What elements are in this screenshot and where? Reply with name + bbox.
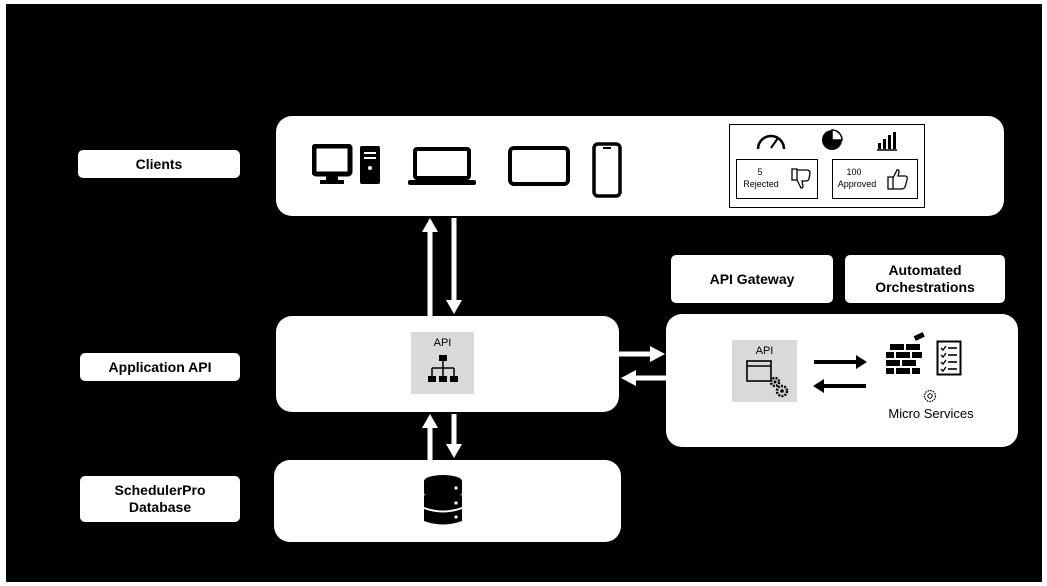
diagram-canvas: Clients Application API SchedulerPro Dat… — [6, 4, 1042, 582]
application-api-panel: API — [276, 316, 619, 412]
approved-card: 100 Approved — [832, 159, 918, 199]
rejected-label: Rejected — [743, 179, 779, 189]
microservices-label: Micro Services — [888, 406, 974, 421]
clients-panel: 5 Rejected 100 Approved — [276, 116, 1004, 216]
clients-to-api-arrows — [422, 218, 462, 316]
pie-chart-icon — [822, 129, 843, 150]
internal-exchange-arrows — [813, 355, 867, 393]
api-component-tag: API — [433, 337, 452, 349]
connection-arrows — [422, 218, 666, 460]
thumbs-up-icon — [887, 169, 908, 190]
database-panel — [274, 460, 621, 542]
gateway-panel: API — [666, 314, 1018, 447]
dashboard-widget: 5 Rejected 100 Approved — [729, 124, 925, 208]
approved-label: Approved — [837, 179, 877, 189]
gateway-api-tag: API — [755, 345, 774, 357]
api-gateway-label: API Gateway — [671, 255, 833, 303]
api-to-gateway-arrows — [619, 346, 666, 386]
gears-icon — [769, 376, 789, 398]
approved-count: 100 — [846, 167, 862, 177]
database-icon — [424, 475, 462, 525]
automated-orchestrations-label: Automated Orchestrations — [845, 255, 1005, 303]
checklist-icon — [936, 340, 962, 376]
bar-chart-icon — [877, 132, 897, 151]
brick-wall-icon — [886, 332, 925, 374]
api-component: API — [411, 332, 474, 394]
desktop-computer-icon — [312, 144, 380, 184]
laptop-icon — [408, 147, 476, 185]
tablet-icon — [508, 146, 570, 186]
browser-window-icon — [746, 360, 772, 382]
clients-label: Clients — [78, 150, 240, 178]
application-api-label: Application API — [80, 353, 240, 381]
smartphone-icon — [592, 142, 622, 198]
hierarchy-icon — [428, 355, 458, 382]
gear-icon — [923, 389, 937, 403]
database-label: SchedulerPro Database — [80, 476, 240, 522]
gateway-api-component: API — [732, 340, 797, 402]
api-to-database-arrows — [422, 414, 462, 460]
thumbs-down-icon — [791, 168, 811, 189]
speedometer-icon — [756, 134, 786, 150]
rejected-card: 5 Rejected — [736, 159, 818, 199]
rejected-count: 5 — [757, 167, 763, 177]
